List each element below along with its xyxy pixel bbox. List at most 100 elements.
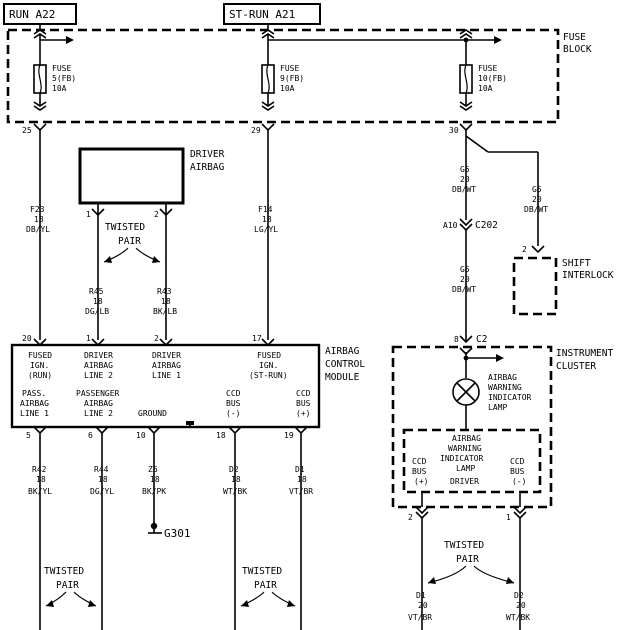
svg-text:20: 20: [460, 175, 470, 184]
svg-text:TWISTED: TWISTED: [444, 540, 484, 551]
shift-interlock-label-1: SHIFT: [562, 258, 591, 269]
svg-text:BUS: BUS: [510, 467, 525, 476]
svg-text:BK/YL: BK/YL: [28, 487, 52, 496]
fuse-9-line1: FUSE: [280, 64, 299, 73]
svg-text:18: 18: [297, 475, 307, 484]
svg-text:AIRBAG: AIRBAG: [152, 361, 181, 370]
svg-text:G5: G5: [460, 165, 470, 174]
svg-text:18: 18: [36, 475, 46, 484]
svg-text:IGN.: IGN.: [30, 361, 49, 370]
svg-text:R45: R45: [89, 287, 104, 296]
twisted-pair-ccd-cluster: TWISTED PAIR: [427, 540, 515, 584]
driver-airbag-pin-2: 2: [154, 210, 159, 219]
svg-text:18: 18: [150, 475, 160, 484]
svg-text:PAIR: PAIR: [56, 580, 79, 591]
wire-f14-label: F14 18 LG/YL: [254, 205, 278, 234]
fuse-block-title-1: FUSE: [563, 32, 586, 43]
svg-text:18: 18: [93, 297, 103, 306]
fuse-10-line3: 10A: [478, 84, 493, 93]
wire-g5-a-label: G5 20 DB/WT: [452, 165, 476, 194]
svg-text:INDICATOR: INDICATOR: [440, 454, 484, 463]
svg-text:TWISTED: TWISTED: [105, 222, 145, 233]
svg-text:AIRBAG: AIRBAG: [20, 399, 49, 408]
svg-text:WT/BK: WT/BK: [223, 487, 247, 496]
svg-text:WT/BK: WT/BK: [506, 613, 530, 622]
svg-text:DB/WT: DB/WT: [524, 205, 548, 214]
svg-text:(+): (+): [296, 409, 310, 418]
run-feed-box: RUN A22: [3, 3, 77, 25]
fuse-10-line1: FUSE: [478, 64, 497, 73]
svg-text:BK/PK: BK/PK: [142, 487, 166, 496]
st-run-feed-label: ST-RUN A21: [229, 8, 295, 21]
svg-text:CCD: CCD: [296, 389, 311, 398]
svg-text:F23: F23: [30, 205, 45, 214]
wire-r44-label: R44 18 DG/YL: [90, 465, 114, 496]
svg-text:18: 18: [231, 475, 241, 484]
svg-text:AIRBAG: AIRBAG: [84, 361, 113, 370]
acm-pin-19: 19: [284, 431, 294, 440]
wire-g5-c-label: G5 20 DB/WT: [452, 265, 476, 294]
fuse-9-line2: 9(FB): [280, 74, 304, 83]
shift-interlock-pin: 2: [522, 245, 527, 254]
svg-text:LAMP: LAMP: [488, 403, 507, 412]
c202-pin: A10: [443, 221, 458, 230]
svg-text:AIRBAG: AIRBAG: [488, 373, 517, 382]
c2-pin: 8: [454, 335, 459, 344]
svg-text:Z6: Z6: [148, 465, 158, 474]
acm-pin-17: 17: [252, 334, 262, 343]
pin-29: 29: [251, 126, 261, 135]
driver-airbag-label-2: AIRBAG: [190, 162, 225, 173]
svg-text:INDICATOR: INDICATOR: [488, 393, 532, 402]
svg-text:DB/WT: DB/WT: [452, 285, 476, 294]
svg-text:18: 18: [34, 215, 44, 224]
warning-lamp-icon: [452, 378, 480, 406]
svg-text:20: 20: [532, 195, 542, 204]
svg-text:(ST-RUN): (ST-RUN): [249, 371, 288, 380]
svg-text:BUS: BUS: [226, 399, 241, 408]
svg-text:18: 18: [98, 475, 108, 484]
fuse-10: FUSE 10(FB) 10A: [459, 29, 507, 111]
svg-text:DG/YL: DG/YL: [90, 487, 114, 496]
acm-title-1: AIRBAG: [325, 346, 360, 357]
svg-text:AIRBAG: AIRBAG: [452, 434, 481, 443]
driver-airbag: DRIVER AIRBAG 1 2: [78, 147, 225, 219]
svg-text:D1: D1: [416, 591, 426, 600]
driver-airbag-label-1: DRIVER: [190, 149, 225, 160]
acm-pin-18: 18: [216, 431, 226, 440]
svg-text:PASSENGER: PASSENGER: [76, 389, 120, 398]
svg-text:R44: R44: [94, 465, 109, 474]
svg-text:FUSED: FUSED: [257, 351, 281, 360]
svg-text:D2: D2: [514, 591, 524, 600]
svg-text:F14: F14: [258, 205, 273, 214]
svg-text:VT/BR: VT/BR: [289, 487, 313, 496]
svg-text:FUSED: FUSED: [28, 351, 52, 360]
fuse-9-line3: 10A: [280, 84, 295, 93]
acm-pin-10: 10: [136, 431, 146, 440]
svg-text:DB/YL: DB/YL: [26, 225, 50, 234]
pin-30: 30: [449, 126, 459, 135]
acm-pin-5: 5: [26, 431, 31, 440]
svg-text:LINE 1: LINE 1: [20, 409, 49, 418]
svg-text:TWISTED: TWISTED: [44, 566, 84, 577]
svg-text:(-): (-): [226, 409, 240, 418]
wire-d1-right-label: D1 20 VT/BR: [408, 591, 432, 622]
airbag-control-module: AIRBAG CONTROL MODULE 20 1 2 17 FUSED IG…: [10, 334, 365, 440]
fuse-5-line2: 5(FB): [52, 74, 76, 83]
svg-text:LINE 1: LINE 1: [152, 371, 181, 380]
acm-title-2: CONTROL: [325, 359, 365, 370]
svg-text:PAIR: PAIR: [118, 236, 141, 247]
svg-text:R42: R42: [32, 465, 47, 474]
acm-title-3: MODULE: [325, 372, 360, 383]
svg-text:DRIVER: DRIVER: [152, 351, 181, 360]
connector-c2: 8 C2: [454, 334, 487, 345]
c202-label: C202: [475, 220, 498, 231]
wire-d1-left-label: D1 18 VT/BR: [289, 465, 313, 496]
pin-25: 25: [22, 126, 32, 135]
acm-pin-6: 6: [88, 431, 93, 440]
cluster-title-1: INSTRUMENT: [556, 348, 613, 359]
fuse-block-pins: 25 29 30: [22, 123, 473, 135]
ground-g301: G301: [148, 522, 191, 540]
acm-pin-2: 2: [154, 334, 159, 343]
wire-r42-label: R42 18 BK/YL: [28, 465, 52, 496]
